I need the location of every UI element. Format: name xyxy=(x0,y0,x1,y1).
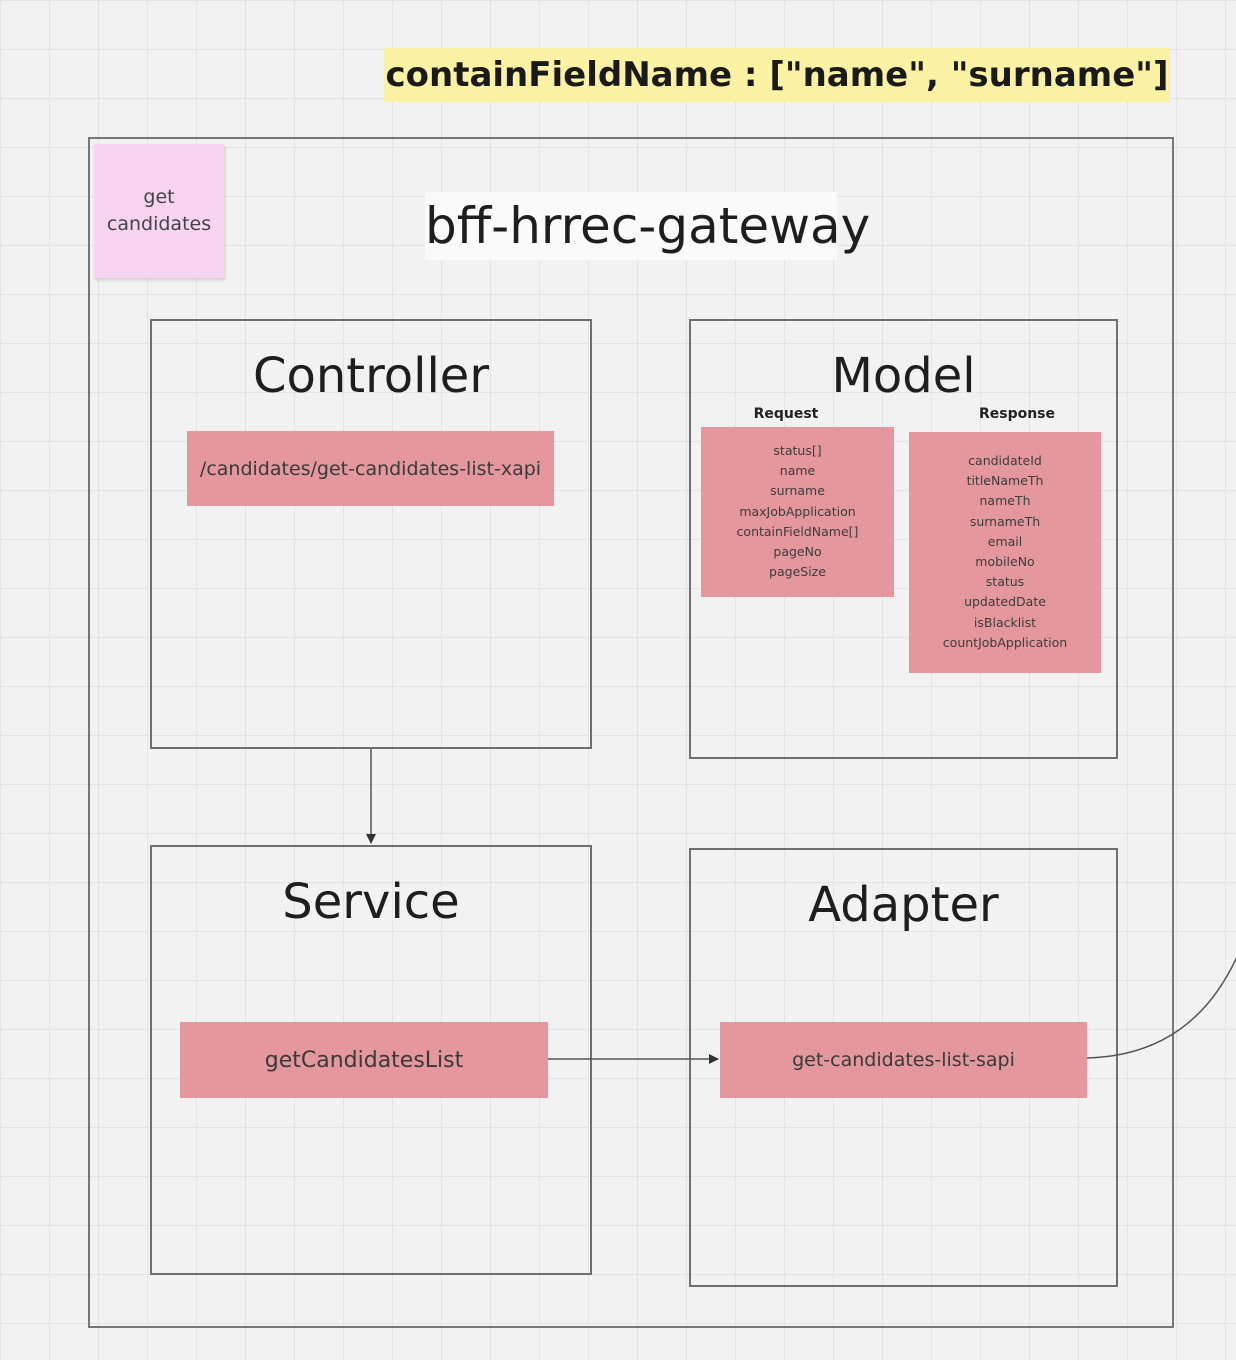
response-label: Response xyxy=(978,406,1056,422)
controller-title: Controller xyxy=(252,348,490,404)
request-field: pageSize xyxy=(769,564,826,580)
response-field: mobileNo xyxy=(975,554,1035,570)
service-box[interactable] xyxy=(150,845,592,1275)
service-title: Service xyxy=(282,874,460,930)
request-field: pageNo xyxy=(773,544,822,560)
controller-endpoint[interactable]: /candidates/get-candidates-list-xapi xyxy=(187,431,554,506)
response-field: nameTh xyxy=(979,493,1031,509)
response-field: updatedDate xyxy=(964,594,1046,610)
gateway-frame[interactable] xyxy=(88,137,1174,1328)
service-method[interactable]: getCandidatesList xyxy=(180,1022,548,1098)
response-field: countJobApplication xyxy=(942,634,1068,650)
model-box[interactable] xyxy=(689,319,1118,759)
response-field: candidateId xyxy=(968,453,1042,468)
gateway-title[interactable]: bff-hrrec-gateway xyxy=(425,192,870,260)
response-fields-box[interactable]: candidateId titleNameTh nameTh surnameTh… xyxy=(909,432,1101,673)
request-field: name xyxy=(779,463,816,479)
response-field: surnameTh xyxy=(969,513,1041,529)
response-field: email xyxy=(987,533,1023,549)
response-field: titleNameTh xyxy=(966,473,1044,489)
adapter-box[interactable] xyxy=(689,848,1118,1287)
contain-field-name-note[interactable]: containFieldName : ["name", "surname"] xyxy=(384,48,1170,102)
request-label: Request xyxy=(753,406,819,422)
adapter-title: Adapter xyxy=(808,877,999,933)
request-field: status[] xyxy=(773,443,822,458)
adapter-method[interactable]: get-candidates-list-sapi xyxy=(720,1022,1087,1098)
response-field: status xyxy=(985,574,1025,590)
controller-box[interactable] xyxy=(150,319,592,749)
request-fields-box[interactable]: status[] name surname maxJobApplication … xyxy=(701,427,894,597)
request-field: maxJobApplication xyxy=(739,503,856,519)
request-field: surname xyxy=(770,483,825,499)
sticky-note[interactable]: get candidates xyxy=(94,144,224,278)
request-field: containFieldName[] xyxy=(736,523,859,539)
response-field: isBlacklist xyxy=(973,614,1037,630)
model-title: Model xyxy=(831,348,976,404)
